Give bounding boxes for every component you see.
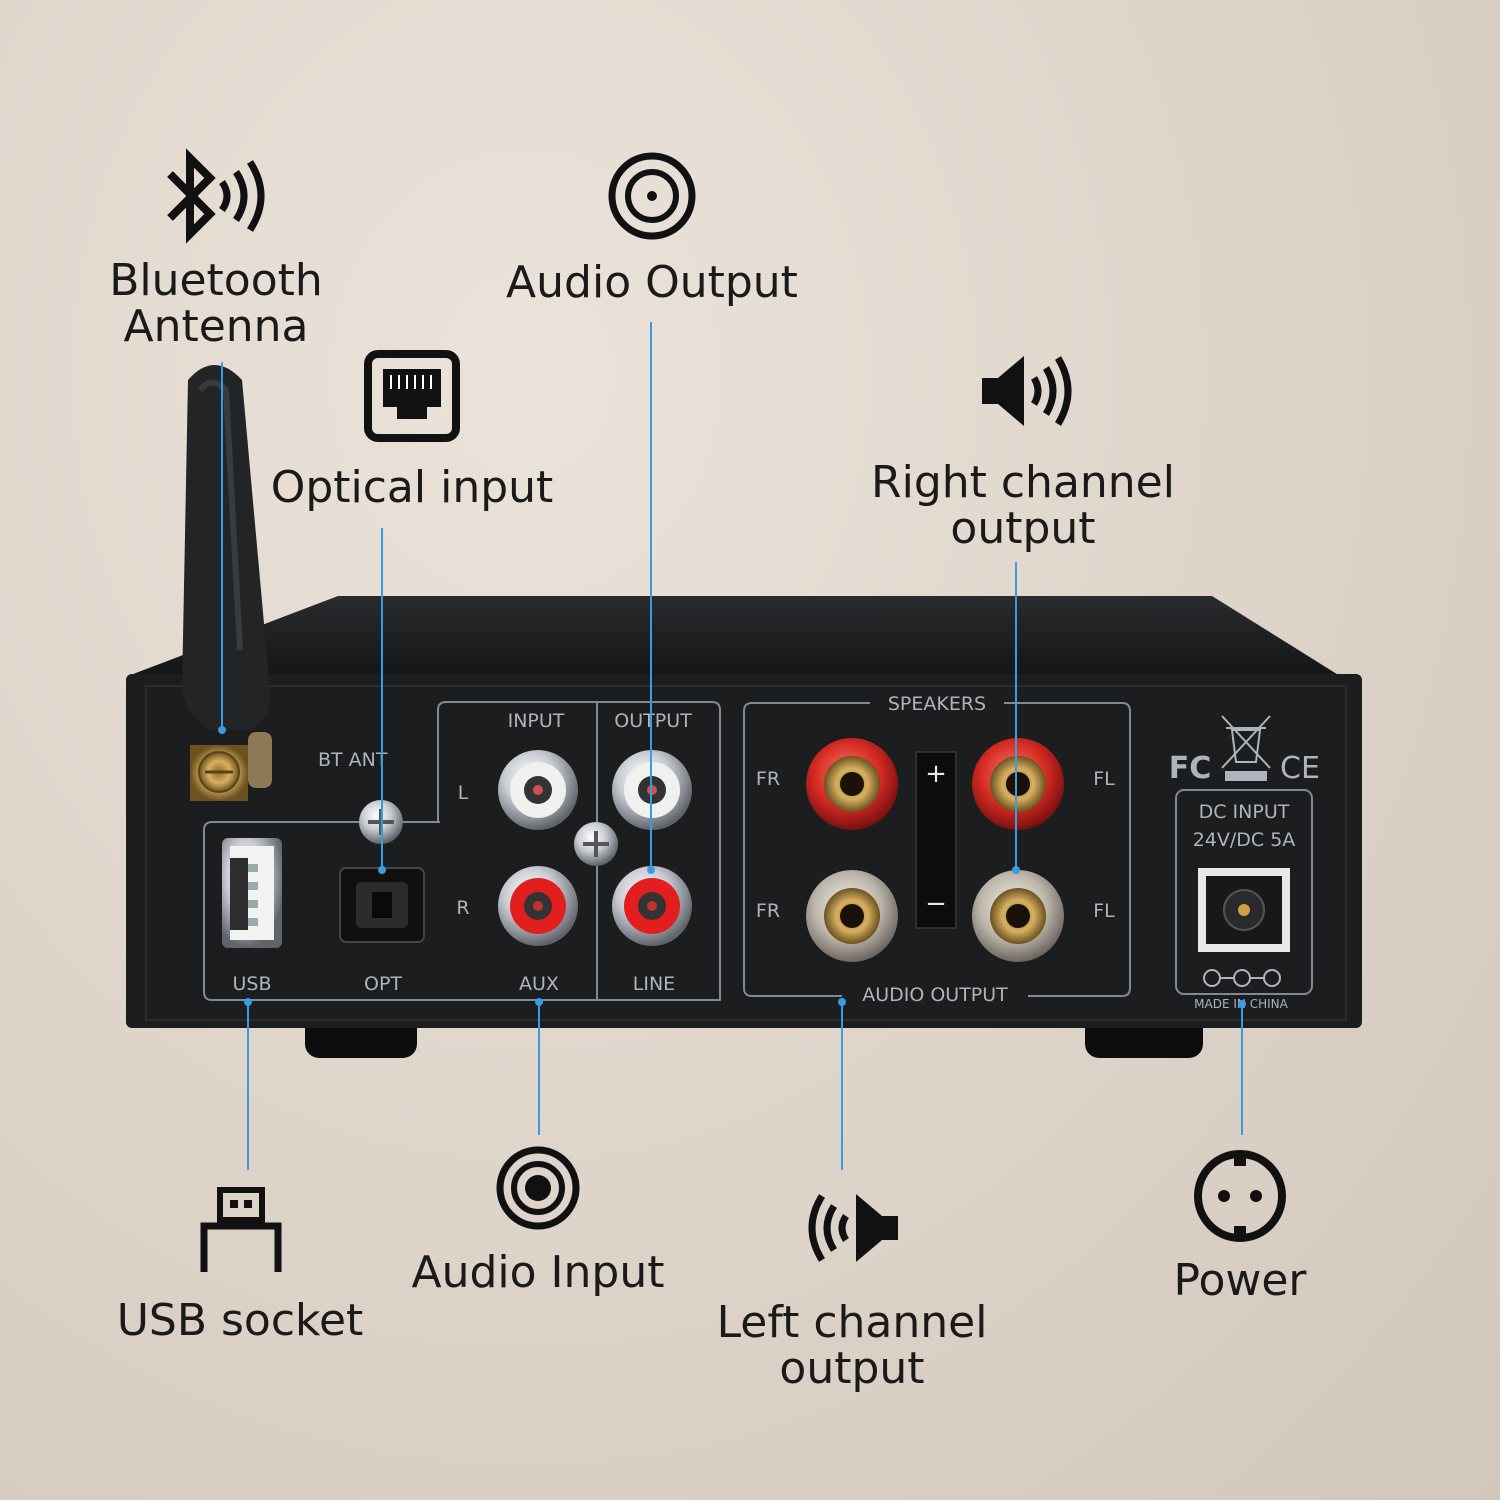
usb-opt-frame xyxy=(203,701,721,1001)
fc-mark: FC xyxy=(1169,751,1212,786)
rca-input-right xyxy=(498,866,578,946)
plus-label: + xyxy=(925,759,947,789)
audio-output-panel-label: AUDIO OUTPUT xyxy=(862,984,1008,1006)
left-label: L xyxy=(458,782,469,804)
usb-label: USB xyxy=(232,973,271,995)
opt-label: OPT xyxy=(364,973,402,995)
fr-bottom-label: FR xyxy=(756,900,780,922)
dc-frame xyxy=(1175,789,1313,995)
dc-polarity-symbol xyxy=(1203,969,1281,987)
audio-output-label: Audio Output xyxy=(506,257,798,308)
weee-icon xyxy=(1221,715,1271,781)
fr-top-label: FR xyxy=(756,768,780,790)
dc-input-label: DC INPUT xyxy=(1199,801,1290,823)
minus-label: − xyxy=(925,889,947,919)
usb-port xyxy=(222,838,282,948)
speakers-label: SPEAKERS xyxy=(888,693,986,715)
speaker-left-icon xyxy=(808,1194,898,1262)
callout-dots xyxy=(218,726,1246,1008)
rca-jack-icon xyxy=(496,1146,580,1230)
speaker-frame xyxy=(743,702,1131,997)
bluetooth-antenna xyxy=(182,365,272,801)
fl-top-label: FL xyxy=(1093,768,1115,790)
binding-post-fr-plus xyxy=(806,738,898,830)
input-label: INPUT xyxy=(508,710,565,732)
line-label: LINE xyxy=(633,973,675,995)
rca-output-right xyxy=(612,866,692,946)
output-label: OUTPUT xyxy=(614,710,692,732)
fl-bottom-label: FL xyxy=(1093,900,1115,922)
right-channel-output-label: Right channel output xyxy=(871,457,1175,554)
ce-mark: CE xyxy=(1280,751,1320,786)
bluetooth-icon xyxy=(167,148,265,244)
screw-center xyxy=(574,822,618,866)
polarity-strip xyxy=(915,751,957,929)
power-label: Power xyxy=(1173,1255,1307,1306)
optical-input-label: Optical input xyxy=(270,462,554,513)
aux-label: AUX xyxy=(519,973,559,995)
binding-post-fl-plus xyxy=(972,738,1064,830)
usb-socket-label: USB socket xyxy=(116,1295,364,1346)
speaker-right-icon xyxy=(982,356,1072,426)
binding-post-fr-minus xyxy=(806,870,898,962)
callout-lines xyxy=(221,322,1243,1170)
disc-icon xyxy=(608,152,696,240)
bt-ant-label: BT ANT xyxy=(318,749,388,771)
dc-jack xyxy=(1198,868,1290,952)
bluetooth-antenna-label: Bluetooth Antenna xyxy=(109,255,323,352)
binding-post-fl-minus xyxy=(972,870,1064,962)
chassis-top xyxy=(128,596,1340,676)
rca-input-left xyxy=(498,750,578,830)
audio-input-label: Audio Input xyxy=(411,1247,665,1298)
left-channel-output-label: Left channel output xyxy=(716,1297,988,1394)
right-label: R xyxy=(456,897,469,919)
power-socket-icon xyxy=(1194,1150,1286,1242)
optical-port-icon xyxy=(364,350,460,442)
usb-icon xyxy=(200,1187,282,1272)
dc-rating-label: 24V/DC 5A xyxy=(1193,829,1296,851)
optical-port xyxy=(339,867,425,943)
